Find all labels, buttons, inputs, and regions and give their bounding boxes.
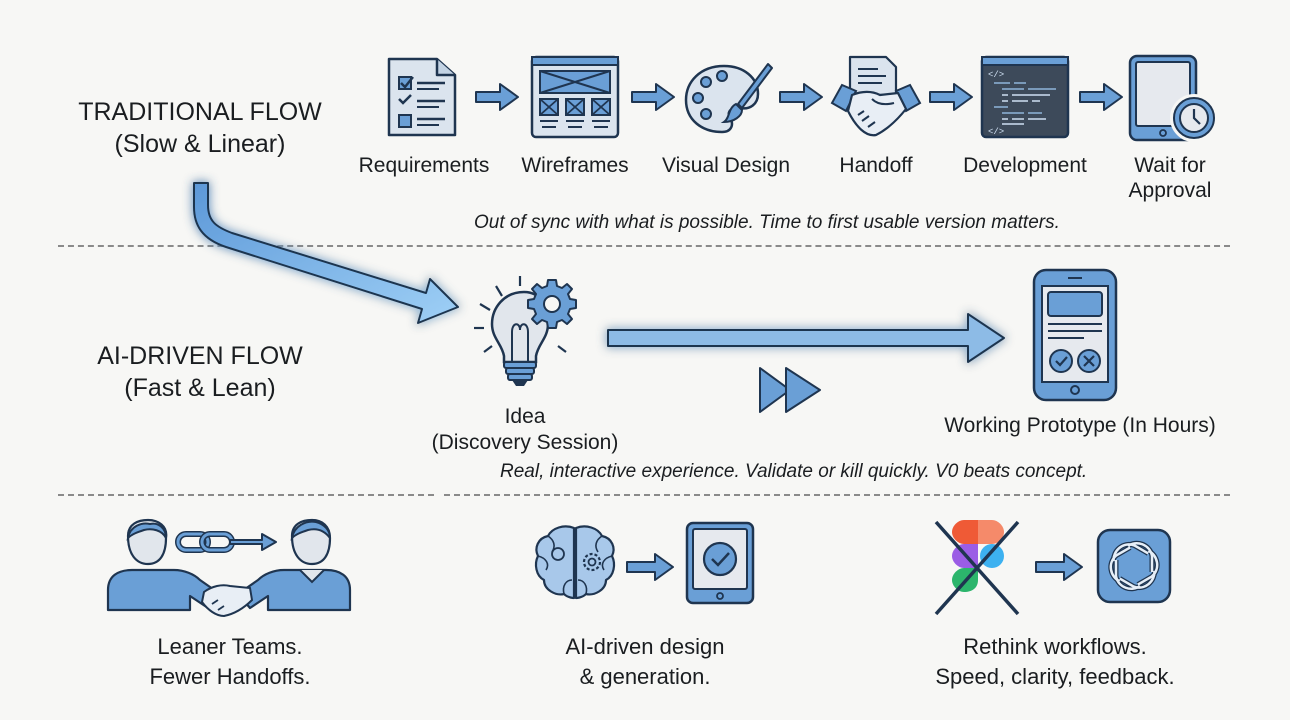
benefit-line2: Fewer Handoffs. — [149, 664, 311, 689]
step-label-wait-for-approval: Wait for Approval — [1110, 153, 1230, 203]
step-label-development: Development — [963, 154, 1087, 177]
benefit-line1: AI-driven design — [565, 634, 725, 659]
ai-flow-heading: AI-DRIVEN FLOW — [97, 342, 303, 370]
idea-subtitle: (Discovery Session) — [431, 431, 619, 454]
traditional-flow-title: TRADITIONAL FLOW (Slow & Linear) — [60, 96, 340, 160]
checklist-document-icon — [387, 57, 457, 137]
step-label-requirements: Requirements — [358, 154, 490, 177]
arrow-right-icon — [475, 83, 519, 111]
team-handshake-chain-icon — [106, 518, 352, 618]
ai-brain-icon — [534, 525, 616, 600]
arrow-right-icon — [631, 83, 675, 111]
traditional-flow-subtitle: (Slow & Linear) — [114, 130, 286, 158]
handshake-document-icon — [830, 55, 922, 137]
section-divider — [444, 494, 1230, 496]
figma-crossed-out-icon — [934, 520, 1020, 616]
section-divider — [58, 245, 1230, 247]
transition-arrow-icon — [193, 182, 459, 324]
traditional-flow-heading: TRADITIONAL FLOW — [78, 98, 322, 126]
arrow-right-icon — [1079, 83, 1123, 111]
idea-label: Idea (Discovery Session) — [420, 404, 630, 456]
section-divider — [58, 494, 434, 496]
traditional-note: Out of sync with what is possible. Time … — [474, 212, 1060, 233]
benefit-label-rethink-workflows: Rethink workflows. Speed, clarity, feedb… — [910, 632, 1200, 692]
step-label-handoff: Handoff — [839, 154, 913, 177]
ai-flow-title: AI-DRIVEN FLOW (Fast & Lean) — [60, 340, 340, 404]
prototype-label: Working Prototype (In Hours) — [944, 414, 1216, 437]
benefit-label-ai-design: AI-driven design & generation. — [530, 632, 760, 692]
idea-lightbulb-gear-icon — [474, 276, 577, 386]
benefit-line2: & generation. — [579, 664, 711, 689]
svg-text:</>: </> — [988, 70, 1004, 80]
tablet-check-icon — [685, 521, 755, 605]
ai-flow-subtitle: (Fast & Lean) — [124, 374, 276, 402]
benefit-line1: Leaner Teams. — [157, 634, 303, 659]
ai-note: Real, interactive experience. Validate o… — [500, 461, 1088, 482]
paint-palette-icon — [684, 63, 773, 134]
arrow-right-icon — [626, 553, 674, 581]
step-label-line1: Wait for — [1134, 154, 1206, 177]
long-arrow-right-icon — [607, 313, 1005, 363]
svg-text:</>: </> — [988, 127, 1004, 137]
tablet-clock-icon — [1128, 54, 1218, 142]
wireframe-icon — [530, 55, 620, 139]
arrow-right-icon — [929, 83, 973, 111]
benefit-label-leaner-teams: Leaner Teams. Fewer Handoffs. — [110, 632, 350, 692]
benefit-line2: Speed, clarity, feedback. — [935, 664, 1175, 689]
step-label-line2: Approval — [1128, 179, 1212, 202]
idea-title: Idea — [504, 405, 546, 428]
ai-assistant-logo-icon — [1096, 528, 1172, 604]
step-label-visual-design: Visual Design — [661, 154, 791, 177]
arrow-right-icon — [1035, 553, 1083, 581]
prototype-phone-icon — [1032, 268, 1118, 402]
step-label-wireframes: Wireframes — [521, 154, 629, 177]
code-editor-icon: </> </> — [980, 55, 1070, 139]
benefit-line1: Rethink workflows. — [963, 634, 1147, 659]
arrow-right-icon — [779, 83, 823, 111]
fast-forward-icon — [759, 367, 821, 413]
